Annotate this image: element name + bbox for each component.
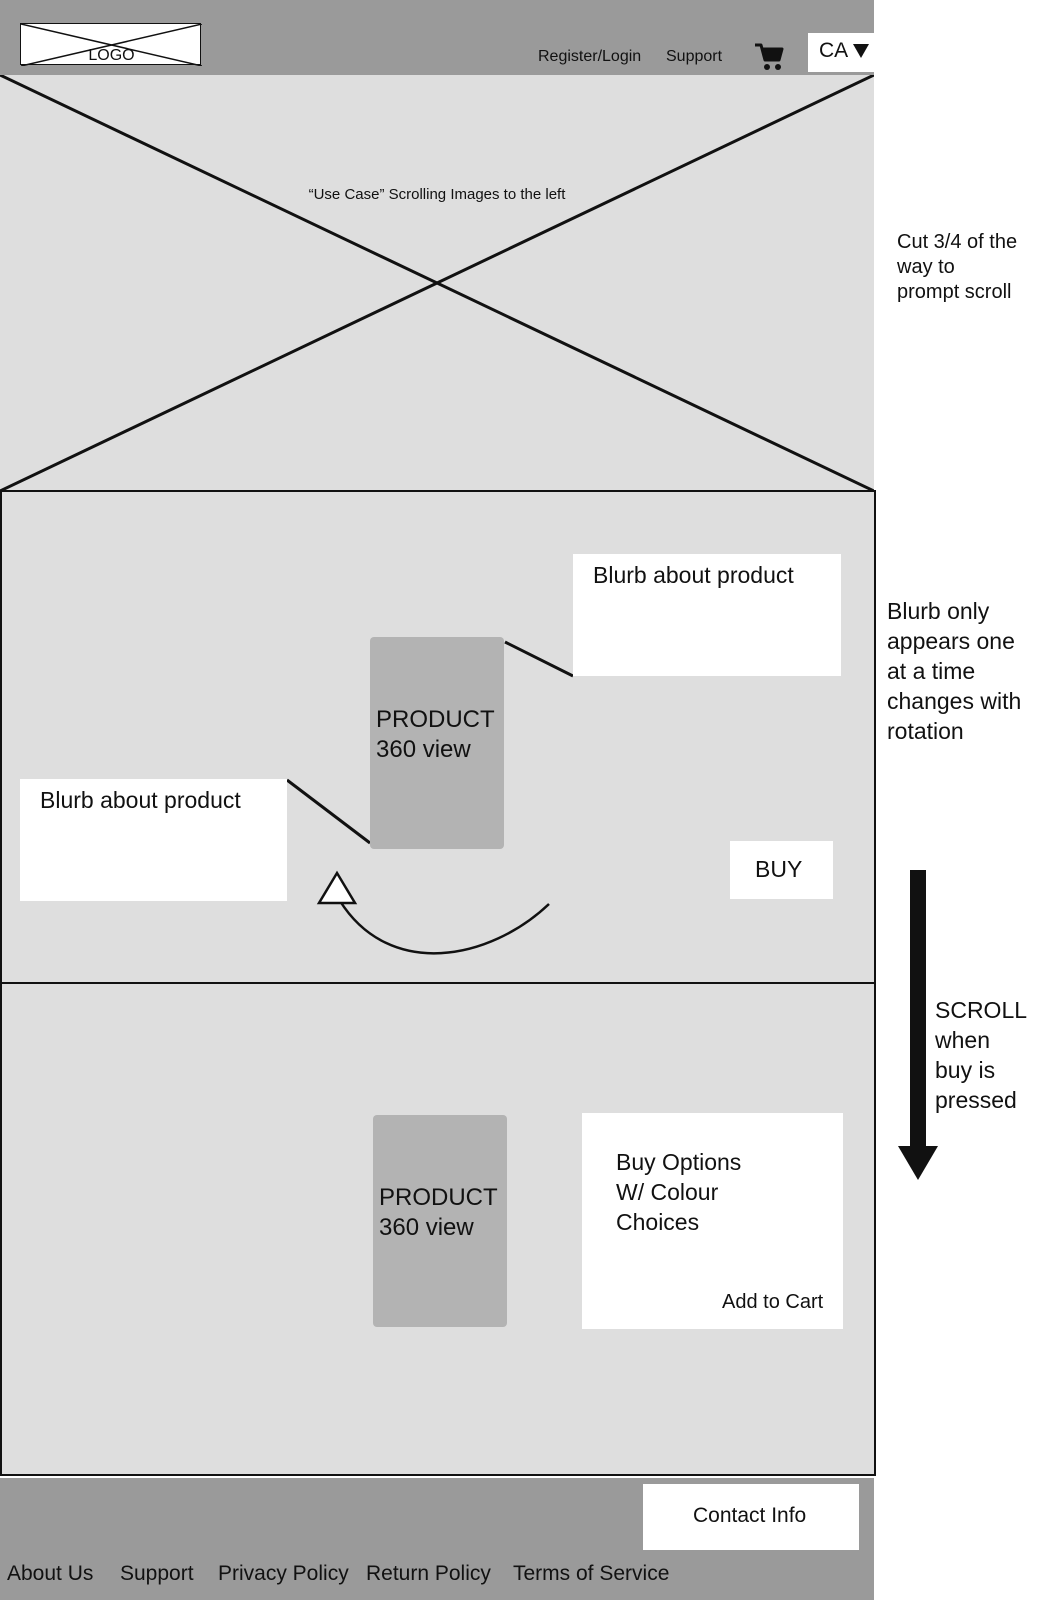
product-sublabel: 360 view bbox=[379, 1214, 474, 1241]
support-link[interactable]: Support bbox=[666, 48, 723, 65]
blurb-note: Blurb only appears one at a time changes… bbox=[887, 596, 1021, 746]
curved-arrow-icon bbox=[316, 870, 550, 955]
footer-link-support[interactable]: Support bbox=[120, 1562, 194, 1585]
cut-note: Cut 3/4 of the way to prompt scroll bbox=[897, 230, 1017, 305]
blurb-top: Blurb about product bbox=[573, 554, 841, 676]
blurb-note-line: at a time bbox=[887, 658, 976, 684]
blurb-note-line: appears one bbox=[887, 628, 1015, 654]
shopping-cart-icon[interactable] bbox=[754, 40, 784, 72]
scroll-note: SCROLL when buy is pressed bbox=[935, 995, 1027, 1115]
register-login-link[interactable]: Register/Login bbox=[538, 48, 642, 65]
add-to-cart-button[interactable]: Add to Cart bbox=[722, 1291, 824, 1313]
buy-button[interactable]: BUY bbox=[730, 841, 833, 899]
blurb-left: Blurb about product bbox=[20, 779, 287, 901]
scroll-note-line: SCROLL bbox=[935, 997, 1028, 1023]
cut-note-line: Cut 3/4 of the bbox=[897, 231, 1018, 253]
product-360-view[interactable]: PRODUCT 360 view bbox=[370, 637, 504, 849]
image-placeholder-icon bbox=[0, 75, 874, 491]
buy-options-panel[interactable]: Buy Options W/ Colour Choices Add to Car… bbox=[582, 1113, 843, 1329]
arrow-down-icon bbox=[898, 870, 938, 1180]
blurb-note-line: changes with bbox=[887, 688, 1022, 714]
product-360-view-2[interactable]: PRODUCT 360 view bbox=[373, 1115, 507, 1327]
triangle-down-icon bbox=[853, 44, 869, 58]
blurb-note-line: rotation bbox=[887, 718, 964, 744]
hero-caption: “Use Case” Scrolling Images to the left bbox=[308, 186, 566, 203]
logo[interactable]: LOGO bbox=[20, 23, 202, 66]
region-label: CA bbox=[819, 39, 849, 62]
scroll-note-line: buy is bbox=[935, 1057, 996, 1083]
buy-options-line3: Choices bbox=[616, 1209, 700, 1235]
cut-note-line: prompt scroll bbox=[897, 281, 1012, 303]
connector-lines bbox=[286, 640, 574, 845]
buy-options-line2: W/ Colour bbox=[616, 1179, 719, 1205]
region-selector[interactable]: CA bbox=[808, 33, 874, 72]
logo-placeholder-icon bbox=[21, 24, 202, 66]
contact-info-button[interactable]: Contact Info bbox=[643, 1484, 859, 1550]
logo-label: LOGO bbox=[88, 47, 135, 64]
footer-link-return-policy[interactable]: Return Policy bbox=[366, 1562, 491, 1585]
product-label: PRODUCT bbox=[376, 706, 495, 733]
product-sublabel: 360 view bbox=[376, 736, 471, 763]
scroll-note-line: when bbox=[935, 1027, 990, 1053]
buy-label: BUY bbox=[755, 856, 803, 882]
blurb-top-text: Blurb about product bbox=[593, 562, 794, 588]
buy-options-line1: Buy Options bbox=[616, 1149, 742, 1175]
scroll-note-line: pressed bbox=[935, 1087, 1017, 1113]
footer-link-privacy-policy[interactable]: Privacy Policy bbox=[218, 1562, 349, 1585]
product-label: PRODUCT bbox=[379, 1184, 498, 1211]
hero-carousel[interactable] bbox=[0, 75, 874, 491]
blurb-note-line: Blurb only bbox=[887, 598, 990, 624]
contact-info-label: Contact Info bbox=[693, 1504, 807, 1527]
footer-link-terms-of-service[interactable]: Terms of Service bbox=[513, 1562, 670, 1585]
blurb-left-text: Blurb about product bbox=[40, 787, 241, 813]
cut-note-line: way to bbox=[897, 256, 955, 278]
footer-link-about-us[interactable]: About Us bbox=[7, 1562, 94, 1585]
